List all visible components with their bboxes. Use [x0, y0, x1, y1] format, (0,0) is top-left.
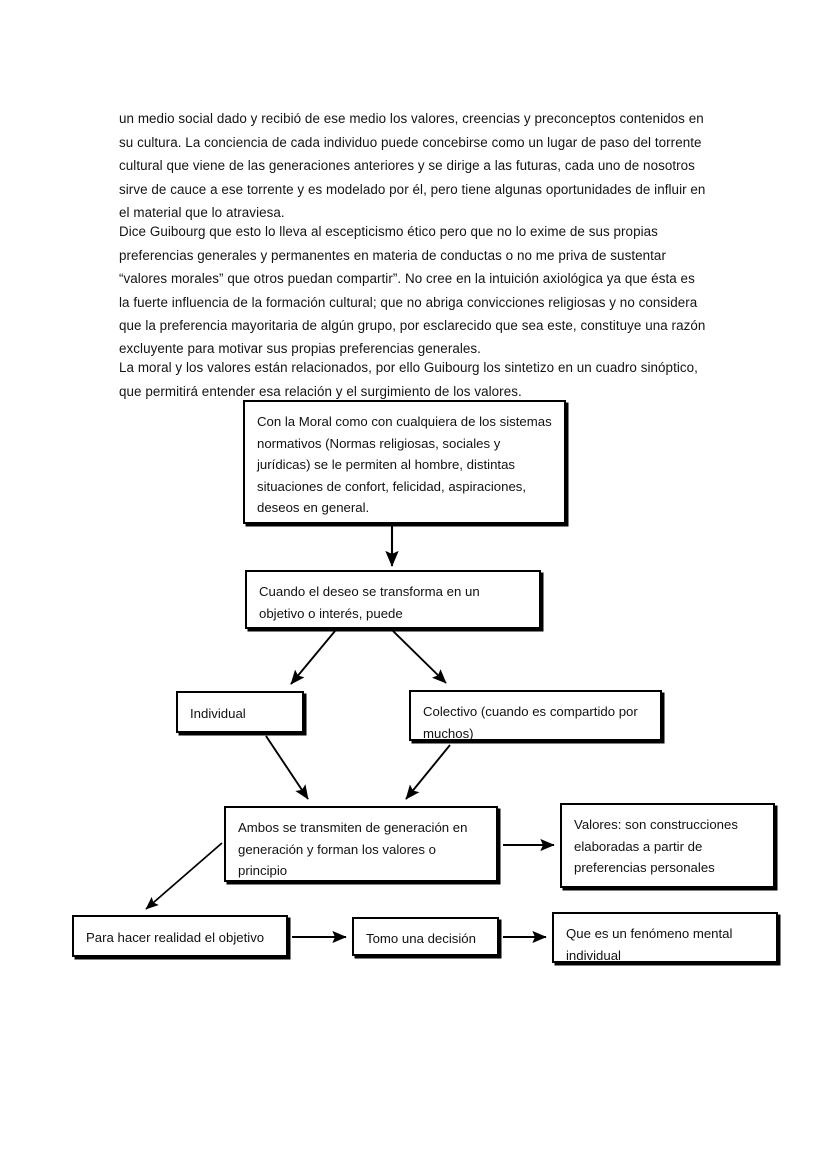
paragraph-2: Dice Guibourg que esto lo lleva al escep… [119, 224, 706, 357]
flow-node-individual-text: Individual [190, 706, 246, 721]
flow-node-deseo: Cuando el deseo se transforma en un obje… [245, 570, 541, 629]
arrow-colectivo-to-ambos [405, 744, 451, 800]
paragraph-3: La moral y los valores están relacionado… [119, 360, 698, 399]
flow-node-deseo-text: Cuando el deseo se transforma en un obje… [259, 584, 480, 621]
flow-node-individual: Individual [176, 691, 304, 733]
flow-node-valores: Valores: son construcciones elaboradas a… [560, 803, 775, 888]
flow-node-ambos-text: Ambos se transmiten de generación en gen… [238, 820, 468, 878]
flow-node-moral: Con la Moral como con cualquiera de los … [243, 400, 566, 524]
flow-node-para-hacer-realidad: Para hacer realidad el objetivo [72, 915, 288, 957]
arrow-deseo-to-colectivo [392, 630, 447, 684]
flow-node-para-hacer-realidad-text: Para hacer realidad el objetivo [86, 930, 265, 945]
arrow-deseo-to-individual [290, 630, 336, 685]
flow-node-fenomeno-mental-text: Que es un fenómeno mental individual [566, 926, 733, 963]
arrow-ambos-to-para-hacer [145, 842, 223, 910]
flow-node-tomo-una-decision: Tomo una decisión [352, 917, 499, 956]
flow-node-tomo-una-decision-text: Tomo una decisión [366, 931, 476, 946]
flow-node-ambos: Ambos se transmiten de generación en gen… [224, 806, 498, 882]
flow-node-fenomeno-mental: Que es un fenómeno mental individual [552, 912, 778, 963]
flow-node-valores-text: Valores: son construcciones elaboradas a… [574, 817, 738, 875]
arrow-individual-to-ambos [265, 735, 309, 800]
flow-node-colectivo: Colectivo (cuando es compartido por much… [409, 690, 662, 741]
paragraph-1: un medio social dado y recibió de ese me… [119, 111, 706, 221]
flow-node-moral-text: Con la Moral como con cualquiera de los … [257, 414, 552, 515]
flow-node-colectivo-text: Colectivo (cuando es compartido por much… [423, 704, 638, 741]
